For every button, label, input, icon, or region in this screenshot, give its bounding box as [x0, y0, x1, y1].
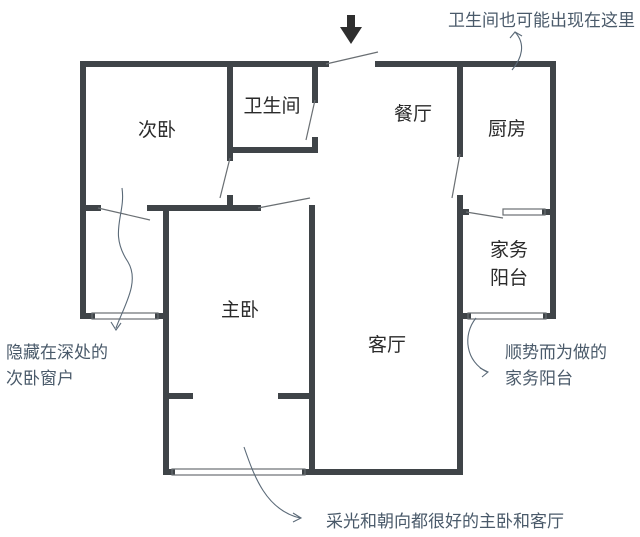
master-living-window	[171, 468, 306, 476]
room-kitchen: 厨房	[488, 118, 526, 140]
balcony-window	[467, 312, 547, 320]
annotation-right-line2: 家务阳台	[505, 369, 573, 389]
curve-right	[467, 317, 488, 373]
second-bedroom-window	[91, 312, 159, 320]
kitchen-balcony-window	[502, 208, 546, 216]
curve-bottom	[243, 446, 301, 519]
room-bathroom: 卫生间	[243, 95, 300, 117]
room-living: 客厅	[368, 334, 406, 356]
curve-left	[115, 187, 133, 329]
annotation-curves	[110, 31, 523, 523]
curve-right-arrowhead	[479, 367, 489, 378]
doors	[97, 51, 504, 221]
entrance-arrow-icon	[340, 15, 362, 44]
room-dining: 餐厅	[394, 103, 432, 125]
annotation-left-line1: 隐藏在深处的	[6, 343, 108, 363]
room-utility-balcony-line2: 阳台	[490, 267, 528, 289]
walls	[80, 61, 556, 475]
curve-left-arrowhead	[110, 321, 122, 331]
annotation-left-line2: 次卧窗户	[6, 369, 74, 389]
curve-top-right-arrowhead	[509, 31, 523, 39]
annotation-bottom: 采光和朝向都很好的主卧和客厅	[326, 512, 564, 532]
room-master-bedroom: 主卧	[221, 299, 259, 321]
windows	[91, 208, 547, 476]
curve-bottom-arrowhead	[292, 512, 303, 523]
room-second-bedroom: 次卧	[138, 119, 176, 141]
annotation-top-right: 卫生间也可能出现在这里	[448, 11, 635, 31]
curve-top-right	[511, 31, 523, 71]
annotation-right-line1: 顺势而为做的	[505, 343, 607, 363]
room-utility-balcony-line1: 家务	[490, 239, 528, 261]
